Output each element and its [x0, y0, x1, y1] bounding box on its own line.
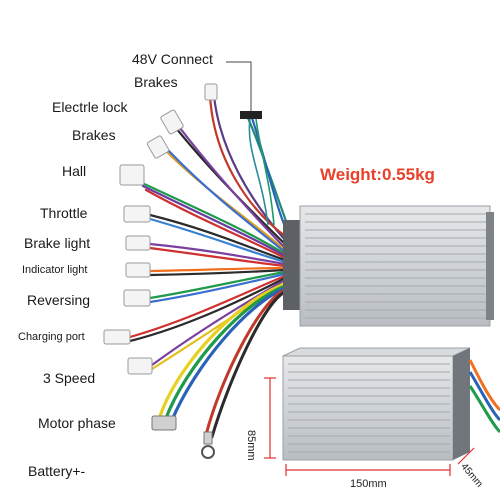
label-brakes-2: Brakes	[72, 128, 116, 142]
terminal-lugs	[152, 416, 214, 458]
label-brakes-top: Brakes	[134, 75, 178, 89]
label-motor-phase: Motor phase	[38, 416, 116, 430]
connect-48v-plug	[240, 111, 274, 225]
label-electric-lock: Electrle lock	[52, 100, 127, 114]
label-3-speed: 3 Speed	[43, 371, 95, 385]
dimension-height: 85mm	[245, 430, 256, 461]
label-charging-port: Charging port	[18, 332, 85, 343]
weight-label: Weight:0.55kg	[320, 166, 435, 183]
label-48v-connect: 48V Connect	[132, 52, 213, 66]
label-reversing: Reversing	[27, 293, 90, 307]
label-hall: Hall	[62, 164, 86, 178]
dimension-length: 150mm	[350, 479, 387, 490]
controller-main	[283, 206, 494, 326]
controller-secondary	[283, 348, 500, 460]
label-battery: Battery+-	[28, 464, 85, 478]
label-indicator-light: Indicator light	[22, 265, 87, 276]
label-brake-light: Brake light	[24, 236, 90, 250]
label-throttle: Throttle	[40, 206, 87, 220]
leader-48v	[226, 62, 251, 111]
